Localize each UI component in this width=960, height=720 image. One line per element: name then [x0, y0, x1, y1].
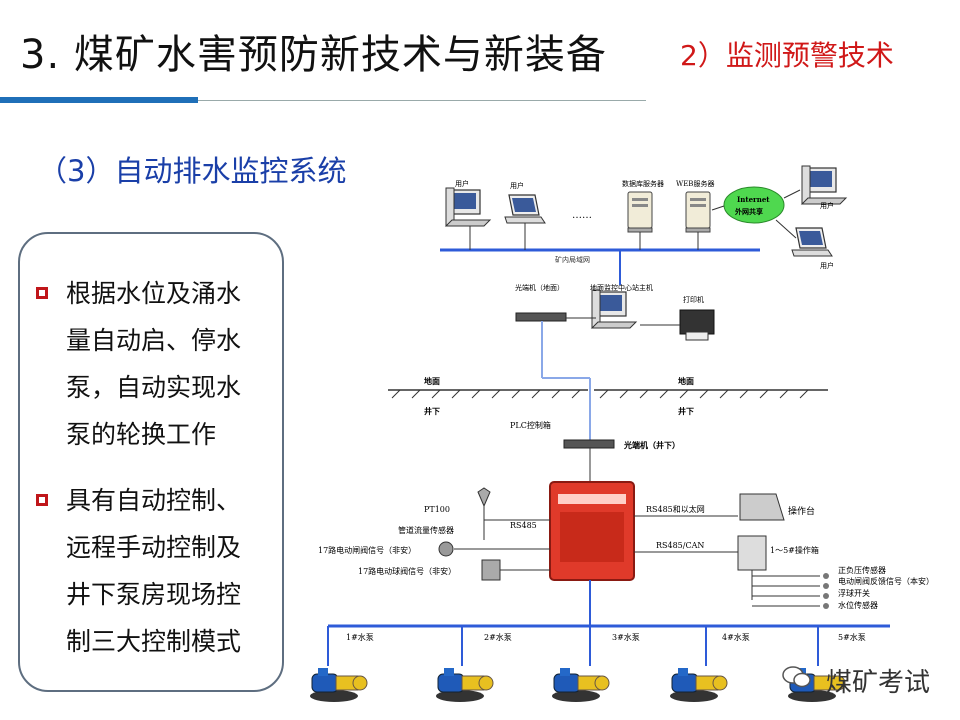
watermark: 煤矿考试: [825, 668, 930, 698]
optical-ground-label: 光端机（地面）: [515, 283, 564, 292]
bullet-square-icon: [36, 287, 48, 299]
drainage-system-diagram: 矿内局域网 用户 用户 …… 数据库服务器 WEB服务器 Internet 外网…: [309, 165, 934, 703]
host-label: 地面监控中心站主机: [590, 283, 653, 292]
bullet-line: 具有自动控制、: [66, 486, 242, 515]
user-pc-icon: [445, 187, 491, 227]
ground-hatch: [391, 389, 809, 399]
water-pump-icon: [669, 667, 728, 703]
printer-paper: [685, 331, 709, 341]
ellipsis-label: ……: [572, 210, 592, 221]
database-server-icon: [627, 191, 653, 233]
ball-valve-label: 17路电动球阀信号（非安）: [358, 566, 456, 576]
water-pump-icon: [435, 667, 494, 703]
bullet-panel: [18, 232, 284, 692]
bullet-line: 井下泵房现场控: [66, 580, 242, 609]
user-pc-icon: [801, 165, 847, 205]
ground-label: 地面: [678, 376, 694, 386]
section-title: （3）自动排水监控系统: [38, 154, 347, 188]
water-pump-icon: [551, 667, 610, 703]
title-divider: [198, 100, 646, 101]
water-pump-icon: [309, 667, 368, 703]
sensor-label: 浮球开关: [838, 588, 870, 598]
rs485-label: RS485: [510, 521, 537, 530]
pump-label: 5#水泵: [838, 632, 866, 642]
user-label: 用户: [510, 181, 524, 190]
printer-label: 打印机: [683, 295, 704, 304]
water-level-sensor-icon: [823, 603, 829, 609]
valve-feedback-icon: [823, 583, 829, 589]
bullet-item: 具有自动控制、 远程手动控制及 井下泵房现场控 制三大控制模式: [66, 477, 266, 665]
pump-label: 3#水泵: [612, 632, 640, 642]
ground-label: 地面: [424, 376, 440, 386]
pump-label: 4#水泵: [722, 632, 750, 642]
underground-label: 井下: [424, 406, 440, 416]
pressure-sensor-icon: [823, 573, 829, 579]
user-label: 用户: [820, 201, 834, 210]
db-server-label: 数据库服务器: [622, 179, 664, 188]
gate-valve-icon: [438, 541, 454, 557]
link-line: [775, 219, 797, 239]
link-line: [711, 205, 725, 211]
float-switch-icon: [823, 593, 829, 599]
console-icon: [739, 493, 785, 521]
user-laptop-icon: [791, 227, 833, 257]
title-accent-bar: [0, 97, 198, 103]
pt100-label: PT100: [424, 505, 450, 514]
plc-panel: [558, 494, 626, 504]
slide-subtitle: 2）监测预警技术: [680, 39, 894, 72]
sensor-label: 电动闸阀反馈信号（本安）: [838, 576, 934, 586]
optical-under-label: 光端机（井下）: [623, 440, 680, 450]
bullet-line: 泵，自动实现水: [66, 373, 242, 402]
rs485-eth-label: RS485和以太网: [646, 504, 705, 514]
bullet-line: 泵的轮换工作: [66, 420, 217, 449]
slide-title: 3. 煤矿水害预防新技术与新装备: [20, 32, 607, 78]
operation-box-icon: [737, 535, 767, 571]
op-box-label: 1～5#操作箱: [770, 545, 819, 555]
internet-cloud-icon: [723, 186, 785, 224]
ball-valve-icon: [481, 559, 501, 581]
bullet-line: 根据水位及涌水: [66, 279, 242, 308]
internet-label: Internet: [737, 195, 770, 204]
bullet-item: 根据水位及涌水 量自动启、停水 泵，自动实现水 泵的轮换工作: [66, 270, 266, 458]
printer-icon: [679, 309, 715, 335]
optical-transceiver-icon: [515, 312, 567, 322]
web-server-icon: [685, 191, 711, 233]
user-label: 用户: [820, 261, 834, 270]
pt100-sensor-icon: [477, 487, 491, 508]
web-server-label: WEB服务器: [676, 179, 714, 188]
valve-signal-label: 17路电动闸阀信号（非安）: [318, 545, 416, 555]
bullet-line: 量自动启、停水: [66, 326, 242, 355]
bullet-line: 远程手动控制及: [66, 533, 242, 562]
sensor-label: 正负压传感器: [838, 565, 886, 575]
sensor-label: 水位传感器: [838, 600, 878, 610]
user-laptop-icon: [504, 194, 546, 224]
optical-transceiver-icon: [563, 439, 615, 449]
pump-label: 1#水泵: [346, 632, 374, 642]
pump-label: 2#水泵: [484, 632, 512, 642]
user-label: 用户: [455, 179, 469, 188]
host-computer-icon: [591, 289, 637, 329]
plc-door: [560, 512, 624, 562]
link-line: [783, 189, 801, 199]
underground-label: 井下: [678, 406, 694, 416]
bullet-square-icon: [36, 494, 48, 506]
lan-label: 矿内局域网: [555, 255, 590, 264]
wechat-icon: [782, 666, 811, 688]
bullet-line: 制三大控制模式: [66, 627, 242, 656]
flow-sensor-label: 管道流量传感器: [398, 525, 454, 535]
plc-box-label: PLC控制箱: [510, 420, 551, 430]
rs485-can-label: RS485/CAN: [656, 541, 704, 550]
console-label: 操作台: [788, 505, 815, 517]
internet-share-label: 外网共享: [735, 207, 763, 216]
